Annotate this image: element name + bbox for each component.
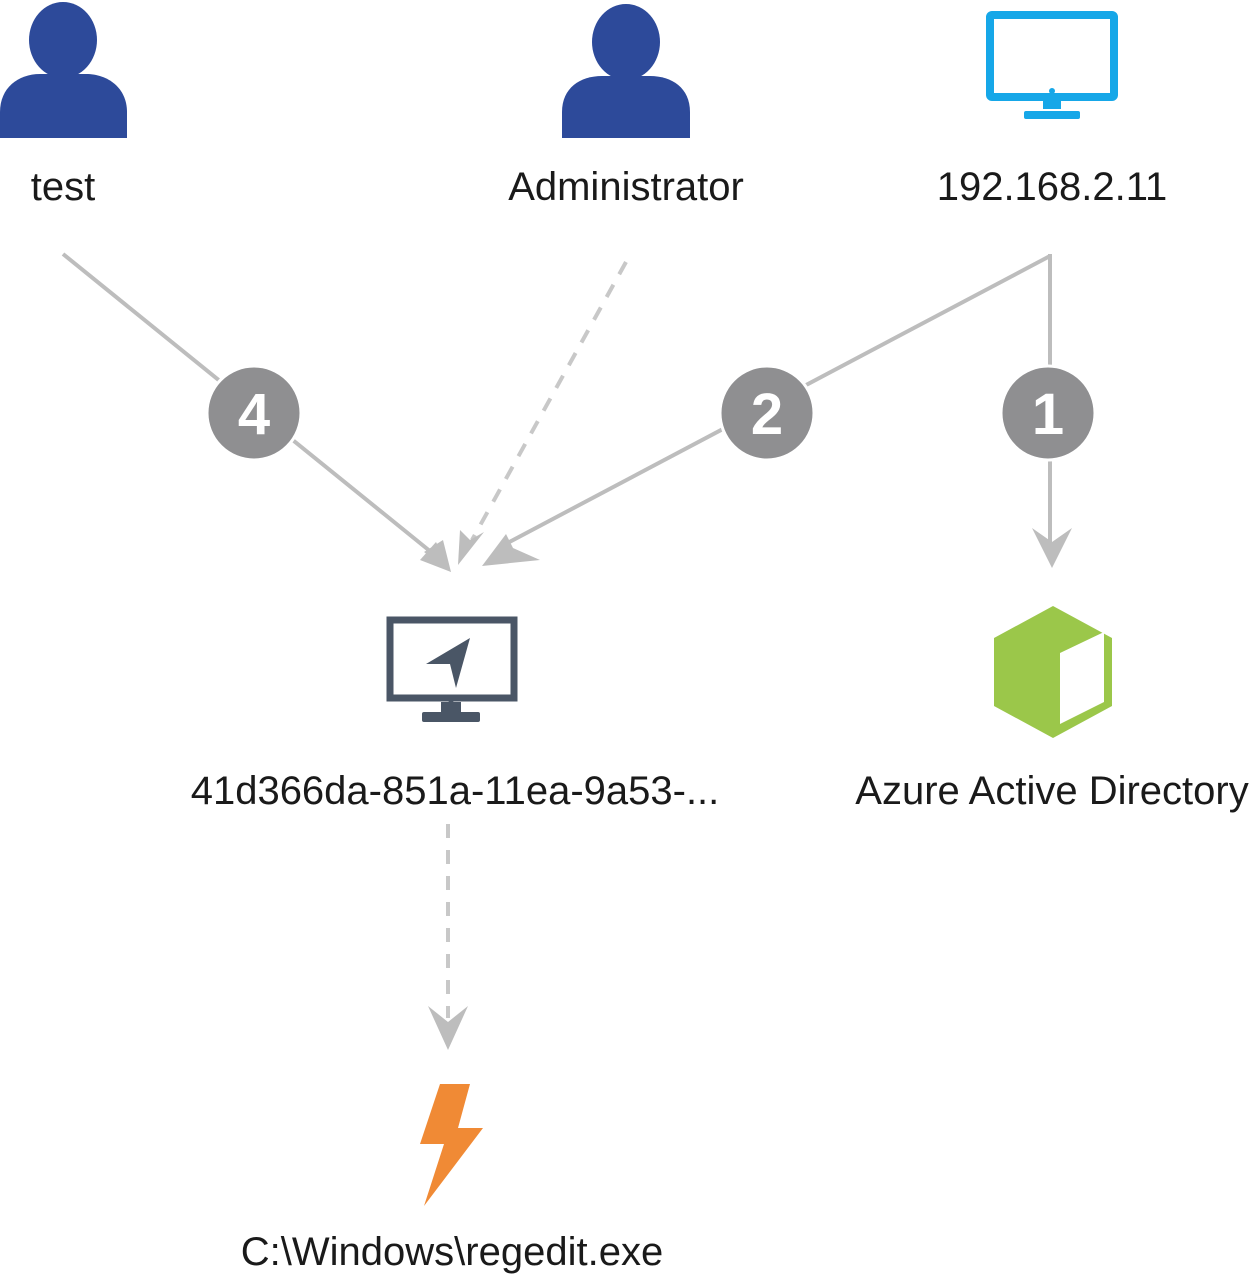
step-number: 4 [238, 382, 270, 447]
arrowhead-test-to-device-b [424, 540, 451, 572]
step-badge-1: 1 [999, 364, 1097, 462]
monitor-cursor-icon [386, 616, 518, 722]
edge-administrator-to-device [470, 261, 628, 541]
step-badge-2: 2 [718, 364, 816, 462]
node-ip-host[interactable]: 192.168.2.11 [937, 11, 1168, 209]
user-icon [562, 4, 690, 138]
node-label: Azure Active Directory [855, 769, 1248, 813]
node-user-administrator[interactable]: Administrator [508, 4, 744, 209]
node-process[interactable]: C:\Windows\regedit.exe [241, 1084, 663, 1274]
node-device[interactable]: 41d366da-851a-11ea-9a53-... [191, 616, 720, 813]
step-number: 1 [1032, 382, 1064, 447]
node-label: test [31, 165, 95, 209]
arrowhead-device-to-process [428, 1006, 468, 1050]
node-label: 192.168.2.11 [937, 165, 1168, 209]
node-label: 41d366da-851a-11ea-9a53-... [191, 769, 720, 813]
monitor-icon [986, 11, 1118, 119]
node-label: Administrator [508, 165, 744, 209]
cube-icon [994, 606, 1112, 738]
node-user-test[interactable]: test [0, 2, 127, 209]
node-azure-active-directory[interactable]: Azure Active Directory [855, 606, 1249, 813]
user-icon [0, 2, 127, 138]
arrowhead-administrator-to-device [458, 530, 484, 565]
lightning-icon [420, 1084, 483, 1206]
node-label: C:\Windows\regedit.exe [241, 1230, 663, 1274]
arrowhead-ip-to-device [482, 534, 540, 566]
arrowhead-ip-to-aad [1032, 528, 1072, 568]
step-number: 2 [751, 382, 783, 447]
step-badge-4: 4 [205, 364, 303, 462]
